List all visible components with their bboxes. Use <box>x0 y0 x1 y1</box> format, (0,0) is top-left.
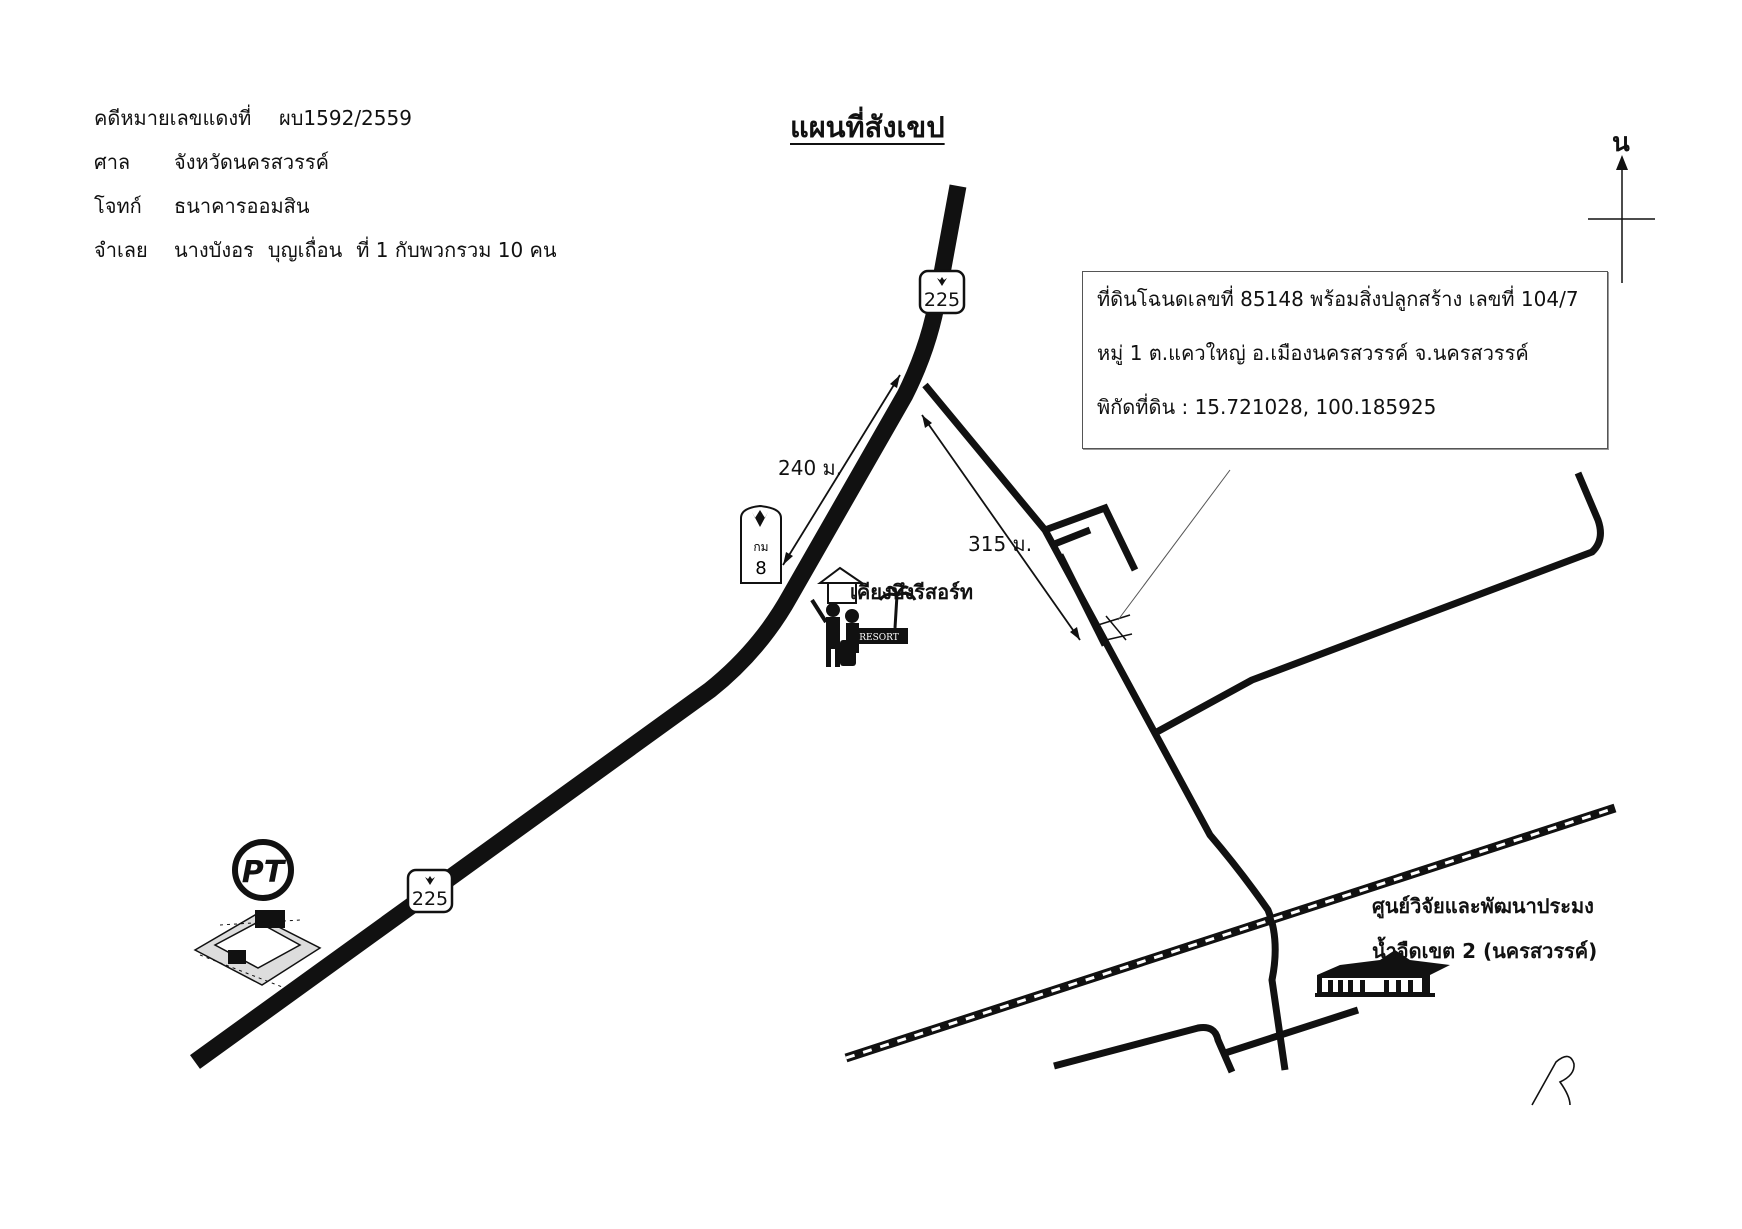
garuda-small-icon <box>937 277 947 286</box>
defendant-extra: ที่ 1 กับพวกรวม 10 คน <box>356 238 557 262</box>
plaintiff-label: โจทก์ <box>94 194 142 218</box>
red-case-label: คดีหมายเลขแดงที่ <box>94 106 252 130</box>
case-info: คดีหมายเลขแดงที่ ผบ1592/2559 ศาล จังหวัด… <box>94 96 557 272</box>
case-red-number-row: คดีหมายเลขแดงที่ ผบ1592/2559 <box>94 96 557 140</box>
plaintiff-row: โจทก์ ธนาคารออมสิน <box>94 184 557 228</box>
km-marker: กม 8 <box>740 504 782 584</box>
distance-label-315: 315 ม. <box>968 532 1033 556</box>
svg-text:กม: กม <box>753 540 768 554</box>
garuda-icon <box>752 510 768 527</box>
red-case-value: ผบ1592/2559 <box>279 106 412 130</box>
svg-text:RESORT: RESORT <box>859 633 899 643</box>
resort-label: เคียงบึงรีสอร์ท <box>850 580 974 604</box>
distance-arrow-240 <box>782 374 901 566</box>
land-info-line-3: พิกัดที่ดิน : 15.721028, 100.185925 <box>1097 395 1437 419</box>
defendant-row: จำเลย นางบังอร บุญเถื่อน ที่ 1 กับพวกรวม… <box>94 228 557 272</box>
research-center-label-line-1: ศูนย์วิจัยและพัฒนาประมง <box>1372 894 1594 918</box>
defendant-label: จำเลย <box>94 238 148 262</box>
distance-arrow-315 <box>921 414 1081 641</box>
north-arrow-icon <box>1588 155 1655 283</box>
gas-station-building-icon <box>193 910 322 991</box>
court-label: ศาล <box>94 150 131 174</box>
pt-logo-icon: PT <box>232 839 294 901</box>
signature-icon <box>1531 1055 1575 1106</box>
defendant-surname: บุญเถื่อน <box>267 238 343 262</box>
defendant-name: นางบังอร <box>174 238 254 262</box>
land-plot-marker <box>1097 469 1231 641</box>
map-title: แผนที่สังเขป <box>790 110 945 144</box>
access-road-3 <box>1050 526 1092 549</box>
court-value: จังหวัดนครสวรรค์ <box>174 150 329 174</box>
side-road <box>922 382 1289 1071</box>
plaintiff-value: ธนาคารออมสิน <box>174 194 310 218</box>
south-road-west <box>1053 1024 1236 1074</box>
highway-shield-top: 225 <box>918 269 966 315</box>
court-row: ศาล จังหวัดนครสวรรค์ <box>94 140 557 184</box>
building-icon <box>1315 950 1450 997</box>
east-road <box>1153 471 1604 737</box>
svg-text:225: 225 <box>412 888 448 910</box>
svg-text:8: 8 <box>755 558 766 579</box>
land-info-box: ที่ดินโฉนดเลขที่ 85148 พร้อมสิ่งปลูกสร้า… <box>1082 271 1608 449</box>
garuda-small-icon <box>425 876 435 885</box>
svg-text:PT: PT <box>242 855 287 890</box>
research-center-label-line-2: น้ำจืดเขต 2 (นครสวรรค์) <box>1372 939 1598 963</box>
access-road-2 <box>1056 553 1109 647</box>
railway <box>844 803 1617 1063</box>
gas-station: PT <box>193 839 322 991</box>
distance-label-240: 240 ม. <box>778 456 843 480</box>
resort-icon: RESORT <box>810 566 917 667</box>
highway-shield-bottom: 225 <box>406 868 454 914</box>
land-info-line-2: หมู่ 1 ต.แควใหญ่ อ.เมืองนครสวรรค์ จ.นครส… <box>1097 341 1529 365</box>
highway-225-road <box>190 184 967 1069</box>
svg-text:225: 225 <box>924 289 960 311</box>
land-info-line-1: ที่ดินโฉนดเลขที่ 85148 พร้อมสิ่งปลูกสร้า… <box>1097 287 1579 311</box>
south-road-east <box>1220 1006 1360 1058</box>
access-road-1 <box>1043 503 1139 572</box>
north-label: น <box>1612 128 1630 158</box>
